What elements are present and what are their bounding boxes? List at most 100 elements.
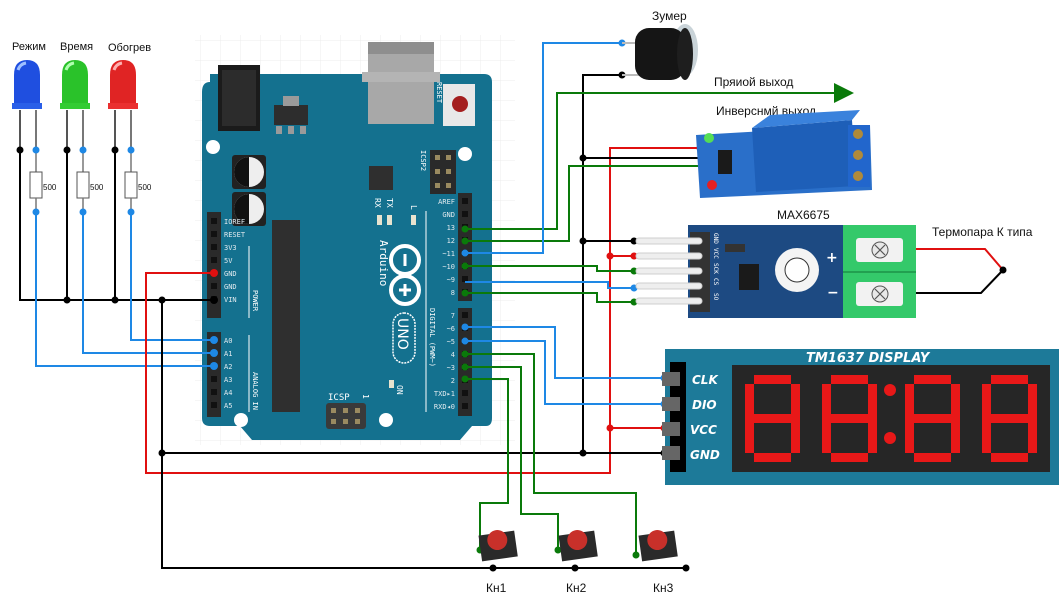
segment [1028, 384, 1037, 419]
max6675-pin-label: SO [712, 293, 719, 301]
resistor-2-value: 500 [90, 183, 104, 192]
wire-pin2-button1 [465, 378, 509, 550]
rx-led [377, 215, 382, 225]
tm1637-pin-vcc-label: VCC [690, 423, 717, 437]
max6675-pin-lead [635, 297, 703, 305]
l-label: L [409, 205, 418, 210]
digital-pin-socket[interactable] [462, 312, 468, 318]
led-red-icon [108, 60, 138, 150]
push-button-icon [558, 530, 598, 562]
power-pin-socket[interactable] [211, 283, 217, 289]
digital-pin-socket[interactable] [462, 403, 468, 409]
wire-a1 [82, 212, 214, 354]
wire-led-ground [19, 150, 214, 301]
analog-pin-label: A1 [224, 350, 232, 358]
power-pin-label: GND [224, 270, 237, 278]
analog-pin-socket[interactable] [211, 389, 217, 395]
led-label-mode: Режим [12, 41, 46, 53]
push-button-icon [638, 530, 678, 562]
power-pin-label: VIN [224, 296, 237, 304]
power-pin-socket[interactable] [211, 244, 217, 250]
wire-pin8-so [465, 292, 634, 303]
icsp-label: ICSP [328, 393, 350, 403]
icsp-header [326, 403, 366, 429]
analog-pin-label: A5 [224, 402, 232, 410]
digital-pin-socket[interactable] [462, 390, 468, 396]
power-pin-socket[interactable] [211, 218, 217, 224]
digital-pin-socket[interactable] [462, 198, 468, 204]
led-blue-icon [12, 60, 42, 150]
atmega-chip-icon [272, 220, 300, 412]
digital-pin-label: 7 [451, 312, 455, 320]
power-pin-socket[interactable] [211, 231, 217, 237]
digital-pin-label: 4 [451, 351, 455, 359]
tm1637-pin-clk-label: CLK [692, 373, 719, 387]
max6675-pin-label: VCC [712, 248, 719, 259]
max6675-pin-label: GND [712, 233, 719, 244]
segment [831, 414, 868, 423]
segment [905, 384, 914, 419]
segment [822, 384, 831, 419]
button-3[interactable] [638, 528, 678, 562]
button-2[interactable] [558, 528, 598, 562]
on-label: ON [395, 385, 404, 395]
buzzer-label: Зумер [652, 9, 687, 23]
wire-pin10-sck [465, 265, 634, 272]
analog-pin-socket[interactable] [211, 402, 217, 408]
resistor-3-icon [124, 150, 138, 212]
power-pin-label: RESET [224, 231, 246, 239]
analog-pin-label: A4 [224, 389, 232, 397]
max6675-minus-label: − [827, 285, 839, 301]
tm1637-title: TM1637 DISPLAY [806, 351, 931, 366]
digital-pin-socket[interactable] [462, 211, 468, 217]
digital-pin-socket[interactable] [462, 276, 468, 282]
thermocouple-label: Термопара К типа [932, 225, 1033, 239]
max6675-pin-lead [635, 237, 703, 245]
led-label-time: Время [60, 41, 93, 53]
relay-module-icon [696, 110, 872, 198]
icsp-pin1-label: 1 [361, 394, 370, 399]
wires [19, 42, 1004, 569]
usb-port-icon [368, 42, 434, 124]
max6675-label: MAX6675 [777, 208, 830, 222]
button-1[interactable] [478, 528, 518, 562]
mount-hole [206, 140, 220, 154]
voltage-regulator-icon [274, 105, 308, 125]
uno-label: UNO [394, 318, 410, 350]
digital-pin-label: ~9 [447, 276, 455, 284]
icsp2-label: ICSP2 [419, 150, 427, 171]
tm1637-pin-dio-label: DIO [692, 398, 717, 412]
digital-pin-label: RXD◂0 [434, 403, 455, 411]
wire-pin9-cs [465, 281, 634, 289]
l-led [411, 215, 416, 225]
on-led [389, 380, 394, 388]
analog-pin-label: A0 [224, 337, 232, 345]
max6675-chip-icon [739, 264, 759, 290]
direct-output-label: Пряиой выход [714, 75, 793, 89]
digital-pin-label: 8 [451, 289, 455, 297]
segment [1028, 418, 1037, 453]
arduino-uno-board: RESET ICSP2 [202, 42, 492, 440]
arduino-logo-icon [389, 244, 421, 306]
max6675-pin-lead [635, 252, 703, 260]
segment [914, 375, 951, 384]
digital-pin-label: ~5 [447, 338, 455, 346]
digital-header-bottom [458, 308, 472, 416]
wire-pin4-button3 [465, 353, 637, 555]
tx-led [387, 215, 392, 225]
arduino-wordmark: Arduino [377, 240, 390, 286]
power-pin-socket[interactable] [211, 257, 217, 263]
max6675-pin-label: CS [712, 278, 719, 286]
wire-pin6-clk [465, 326, 664, 379]
wire-pin3-button2 [465, 366, 559, 550]
segment [791, 418, 800, 453]
max6675-plus-label: + [826, 250, 838, 266]
segment [991, 453, 1028, 462]
segment [914, 453, 951, 462]
button-2-label: Кн2 [566, 581, 587, 595]
analog-pin-socket[interactable] [211, 376, 217, 382]
power-pin-label: 3V3 [224, 244, 237, 252]
mount-hole [234, 413, 248, 427]
segment [754, 414, 791, 423]
